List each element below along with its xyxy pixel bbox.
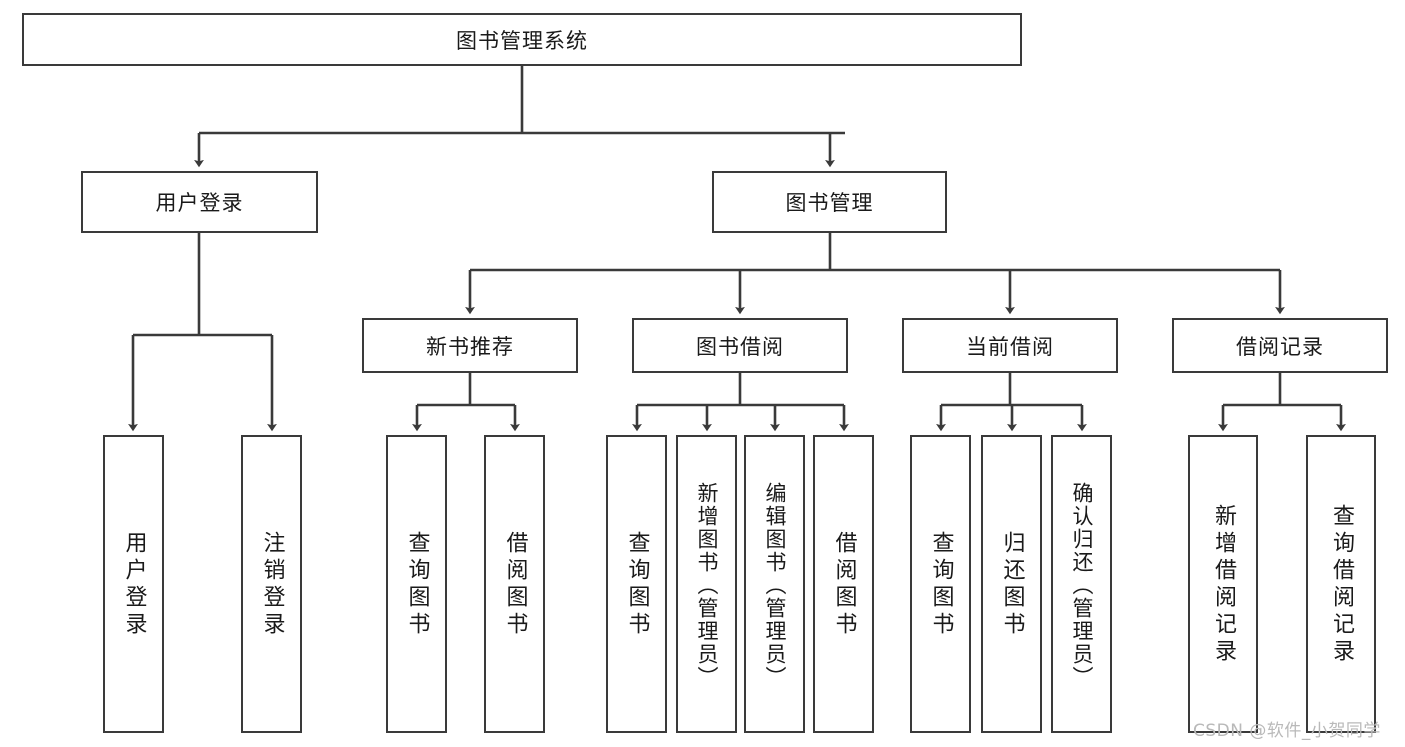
leaf-query-borrow-record[interactable]: 查询借阅记录: [1306, 435, 1376, 733]
node-label: 借阅图书: [831, 531, 857, 639]
node-label: 新增借阅记录: [1211, 504, 1236, 666]
leaf-add-borrow-record[interactable]: 新增借阅记录: [1188, 435, 1258, 733]
leaf-query-books-borrow[interactable]: 查询图书: [606, 435, 667, 733]
node-label: 图书管理: [785, 191, 874, 215]
node-label: 借阅记录: [1236, 334, 1324, 359]
leaf-borrow-books[interactable]: 借阅图书: [813, 435, 874, 733]
node-label: 查询借阅记录: [1329, 504, 1354, 666]
node-label: 注销登录: [259, 531, 285, 639]
node-new-book-recommend[interactable]: 新书推荐: [362, 318, 578, 373]
leaf-borrow-books-recommend[interactable]: 借阅图书: [484, 435, 545, 733]
leaf-user-login[interactable]: 用户登录: [103, 435, 164, 733]
leaf-confirm-return-admin[interactable]: 确认归还（管理员）: [1051, 435, 1112, 733]
node-label: 新增图书（管理员）: [695, 481, 719, 689]
node-borrow-records[interactable]: 借阅记录: [1172, 318, 1388, 373]
node-label: 查询图书: [624, 531, 650, 639]
leaf-return-books[interactable]: 归还图书: [981, 435, 1042, 733]
csdn-watermark: CSDN @软件_小贺同学: [1193, 721, 1381, 741]
node-label: 用户登录: [121, 531, 147, 639]
node-label: 当前借阅: [966, 334, 1054, 359]
node-current-borrow[interactable]: 当前借阅: [902, 318, 1118, 373]
node-book-management[interactable]: 图书管理: [712, 171, 947, 233]
node-label: 归还图书: [999, 531, 1025, 639]
leaf-edit-book-admin[interactable]: 编辑图书（管理员）: [744, 435, 805, 733]
leaf-add-book-admin[interactable]: 新增图书（管理员）: [676, 435, 737, 733]
node-label: 借阅图书: [502, 531, 528, 639]
node-label: 用户登录: [155, 191, 244, 215]
node-book-borrow[interactable]: 图书借阅: [632, 318, 848, 373]
leaf-query-books-current[interactable]: 查询图书: [910, 435, 971, 733]
leaf-query-books-recommend[interactable]: 查询图书: [386, 435, 447, 733]
node-label: 编辑图书（管理员）: [763, 481, 787, 689]
node-label: 图书借阅: [696, 334, 784, 359]
node-label: 新书推荐: [426, 334, 514, 359]
node-user-login[interactable]: 用户登录: [81, 171, 318, 233]
node-label: 图书管理系统: [456, 28, 588, 53]
node-root-system[interactable]: 图书管理系统: [22, 13, 1022, 66]
node-label: 查询图书: [928, 531, 954, 639]
node-label: 查询图书: [404, 531, 430, 639]
leaf-logout[interactable]: 注销登录: [241, 435, 302, 733]
node-label: 确认归还（管理员）: [1070, 481, 1094, 689]
